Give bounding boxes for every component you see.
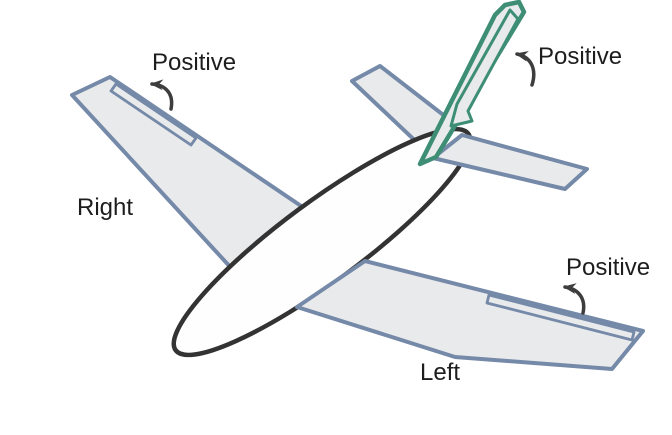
rudder-positive-label: Positive xyxy=(538,43,622,70)
left-wing-positive-label: Positive xyxy=(566,254,650,281)
diagram-labels: Positive Positive Positive Right Left xyxy=(77,43,650,386)
right-aileron xyxy=(109,82,198,147)
horizontal-stabilizer-right xyxy=(431,133,589,191)
left-wing-label: Left xyxy=(420,359,460,386)
right-wing-label: Right xyxy=(77,194,133,221)
tail-fin-group xyxy=(417,0,527,167)
direction-arrows xyxy=(150,50,586,315)
left-wing xyxy=(295,259,645,371)
left-aileron-positive-arrow-icon xyxy=(563,283,586,315)
left-aileron xyxy=(485,293,636,342)
rudder-positive-arrow-icon xyxy=(515,50,536,87)
right-aileron-positive-arrow-icon xyxy=(150,79,174,111)
right-wing-positive-label: Positive xyxy=(152,49,236,76)
rudder xyxy=(449,8,520,128)
